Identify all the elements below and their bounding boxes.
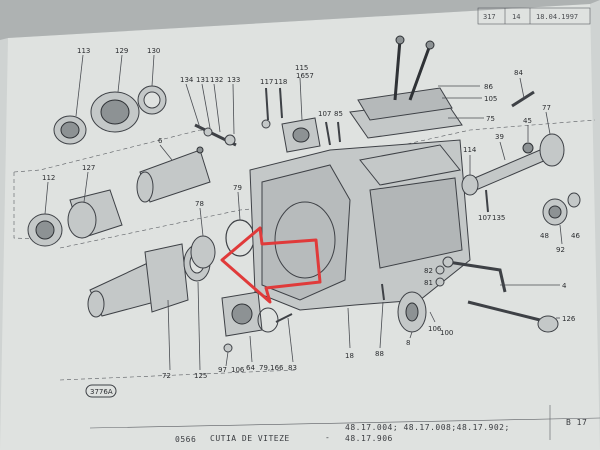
callout-79: 79 [233, 184, 242, 192]
callout-115: 115 [295, 64, 308, 72]
assembly-outline [13, 119, 596, 381]
callout-88: 88 [375, 350, 384, 358]
callout-1657: 1657 [296, 72, 314, 80]
cover-64 [221, 291, 279, 363]
callout-113: 113 [77, 47, 90, 55]
callout-130: 130 [147, 47, 160, 55]
bearing-112 [27, 181, 63, 247]
callout-117: 117 [260, 78, 273, 86]
footer-refs-line1: 48.17.004; 48.17.008;48.17.902; [345, 423, 510, 432]
footer-refs-line2: 48.17.906 [345, 434, 393, 443]
callout-107b: 107 [478, 214, 491, 222]
figure-ref: 3776A [90, 388, 113, 396]
sleeve-6 [136, 144, 211, 203]
callout-127: 127 [82, 164, 95, 172]
hub-127 [67, 171, 123, 239]
callout-132: 132 [210, 76, 223, 84]
callout-85: 85 [334, 110, 343, 118]
callout-4: 4 [562, 282, 567, 290]
parts-114-135 [461, 155, 489, 213]
gearbox-housing-18 [249, 139, 471, 349]
callout-83: 83 [288, 364, 297, 372]
callout-64: 64 [246, 364, 255, 372]
cover-8 [397, 291, 436, 339]
bolts-117-118 [265, 87, 283, 121]
footer-page: B 17 [566, 418, 587, 427]
callout-100: 100 [440, 329, 453, 337]
pin-84 [511, 77, 535, 108]
callout-75: 75 [486, 115, 495, 123]
callout-39: 39 [495, 133, 504, 141]
callout-72: 72 [162, 372, 171, 380]
figure-ref-badge: 3776A [85, 384, 117, 398]
callout-118: 118 [274, 78, 287, 86]
gear-129 [90, 54, 140, 133]
header-box: 317 14 18.04.1997 [477, 7, 591, 25]
highlight-arrow [220, 226, 322, 304]
callout-97: 97 [218, 366, 227, 374]
header-cell: 18.04.1997 [536, 13, 578, 21]
callout-112: 112 [42, 174, 55, 182]
lever-assembly [185, 83, 271, 154]
callout-48: 48 [540, 232, 549, 240]
footer-dash: - [325, 433, 330, 442]
footer-title-block: 0566 CUTIA DE VITEZE - 48.17.004; 48.17.… [89, 405, 600, 444]
seal-78 [190, 207, 216, 269]
callout-78: 78 [195, 200, 204, 208]
shift-rod-4 [442, 256, 560, 293]
bearing-92 [542, 192, 581, 245]
callout-82: 82 [424, 267, 433, 275]
callout-134: 134 [180, 76, 194, 84]
callout-105: 105 [484, 95, 497, 103]
callout-labels: 113 129 130 134 131 132 133 117 118 115 … [42, 47, 580, 380]
shaft-72 [87, 243, 189, 371]
header-cell: 14 [512, 13, 520, 21]
bolts-107-85 [325, 121, 341, 146]
callout-46: 46 [571, 232, 580, 240]
callout-131: 131 [196, 76, 209, 84]
callout-106b: 106 [231, 366, 245, 374]
callout-114: 114 [463, 146, 477, 154]
callout-81: 81 [424, 279, 433, 287]
footer-title: CUTIA DE VITEZE [210, 434, 290, 443]
callout-92: 92 [556, 246, 565, 254]
bolts-82-81 [435, 265, 445, 287]
callout-6: 6 [158, 137, 163, 145]
callout-79-166: 79,166 [259, 364, 284, 372]
callout-135: 135 [492, 214, 505, 222]
shifter-cover [349, 35, 484, 139]
callout-107: 107 [318, 110, 331, 118]
callout-45: 45 [523, 117, 532, 125]
callout-18: 18 [345, 352, 354, 360]
callout-125: 125 [194, 372, 207, 380]
header-cell: 317 [483, 13, 496, 21]
footer-code: 0566 [175, 435, 196, 444]
flange-115 [281, 77, 321, 153]
background-edge [0, 0, 600, 40]
callout-133: 133 [227, 76, 240, 84]
callout-86: 86 [484, 83, 493, 91]
callout-129: 129 [115, 47, 128, 55]
bearing-113 [53, 54, 87, 145]
shift-rod-126 [467, 300, 560, 333]
callout-106: 106 [428, 325, 442, 333]
callout-77: 77 [542, 104, 551, 112]
pin-88 [379, 283, 385, 349]
ring-130 [137, 54, 167, 115]
bolt-83 [275, 313, 294, 363]
washer-97 [223, 343, 233, 367]
callout-126: 126 [562, 315, 576, 323]
callout-84: 84 [514, 69, 523, 77]
callout-8: 8 [406, 339, 410, 347]
